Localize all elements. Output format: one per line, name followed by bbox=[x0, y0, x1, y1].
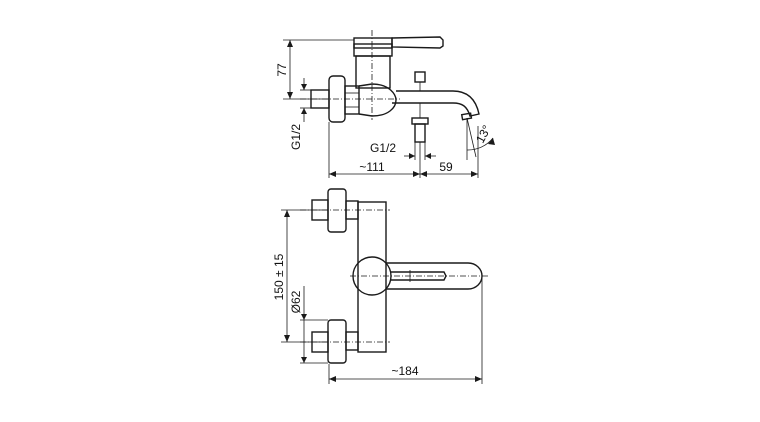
lever-handle bbox=[391, 36, 444, 49]
bottom-wall-flange bbox=[327, 319, 347, 364]
dim-flange-diameter: Ø62 bbox=[289, 290, 303, 313]
front-dimensions: 150 ± 15 Ø62 ~184 bbox=[272, 209, 483, 384]
dim-overall-width: ~184 bbox=[391, 364, 418, 378]
bottom-union-nut bbox=[345, 331, 359, 351]
cartridge-housing bbox=[355, 55, 391, 89]
cartridge-cap bbox=[353, 43, 393, 57]
dim-thread-left: G1/2 bbox=[289, 124, 303, 150]
diverter-knob bbox=[414, 71, 426, 83]
shower-outlet bbox=[411, 117, 429, 125]
side-dimensions: 77 G1/2 G1/2 ~111 59 13° bbox=[275, 39, 495, 178]
dim-spout-reach: 59 bbox=[439, 160, 453, 174]
mixer-body bbox=[358, 83, 397, 117]
union-nut bbox=[344, 85, 360, 115]
dim-depth: ~111 bbox=[359, 160, 385, 174]
dim-height-top: 77 bbox=[275, 63, 289, 77]
mixer-body-front bbox=[357, 201, 387, 353]
dim-inlet-spacing: 150 ± 15 bbox=[272, 253, 286, 300]
front-view bbox=[300, 188, 490, 364]
side-view bbox=[300, 30, 480, 143]
spout-front bbox=[386, 262, 483, 290]
dim-thread-bottom: G1/2 bbox=[370, 141, 396, 155]
top-wall-flange bbox=[327, 188, 347, 233]
spout bbox=[392, 90, 480, 117]
